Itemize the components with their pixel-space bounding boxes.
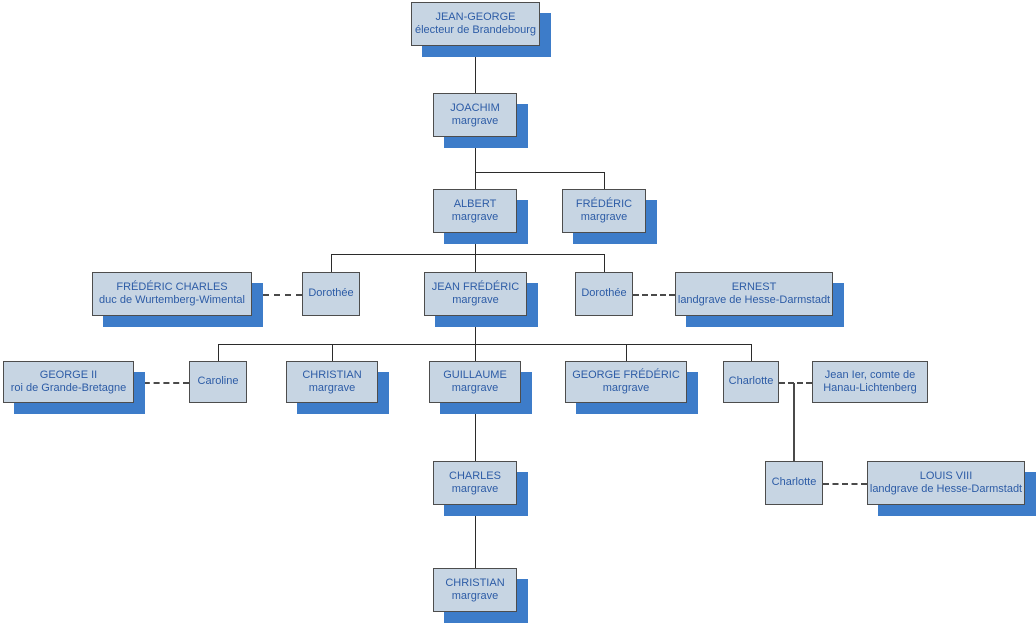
- connector-drop-caroline: [218, 344, 219, 361]
- node-label-primary: FRÉDÉRIC: [575, 197, 633, 210]
- node-dorothee-2[interactable]: Dorothée: [575, 272, 633, 316]
- node-label-secondary: duc de Wurtemberg-Wimental: [99, 294, 245, 306]
- connector-drop-guillaume: [475, 344, 476, 361]
- node-label-primary: FRÉDÉRIC CHARLES: [116, 280, 228, 293]
- node-label-primary: GEORGE II: [39, 368, 98, 381]
- connector-drop-albert: [475, 172, 476, 189]
- marriage-link-charlotte-1--jean-ier: [779, 382, 812, 384]
- connector-jeanfrederic-down: [475, 316, 476, 344]
- node-label-primary: JOACHIM: [450, 101, 500, 114]
- node-label-secondary: landgrave de Hesse-Darmstadt: [869, 483, 1023, 495]
- node-label-secondary: margrave: [451, 590, 499, 602]
- marriage-link-charlotte-2--louis-viii: [823, 483, 867, 485]
- node-label-primary: Dorothée: [581, 287, 627, 300]
- node-label-primary: GEORGE FRÉDÉRIC: [572, 368, 680, 381]
- node-charlotte-2[interactable]: Charlotte: [765, 461, 823, 505]
- node-label-secondary: margrave: [451, 211, 499, 223]
- node-label-primary: ERNEST: [731, 280, 777, 293]
- node-label-primary: JEAN-GEORGE: [435, 10, 516, 23]
- marriage-link-dorothee-2--ernest: [633, 294, 675, 296]
- connector-drop-dorothee1: [331, 254, 332, 272]
- connector-guillaume-to-charles: [475, 403, 476, 461]
- node-label-secondary: roi de Grande-Bretagne: [10, 382, 127, 394]
- connector-drop-christian1: [332, 344, 333, 361]
- marriage-link-george-ii--caroline: [134, 382, 189, 384]
- connector-charles-to-christian2: [475, 505, 476, 568]
- connector-joachim-down: [475, 137, 476, 172]
- node-dorothee-1[interactable]: Dorothée: [302, 272, 360, 316]
- node-label-secondary: margrave: [451, 115, 499, 127]
- node-label-primary: CHRISTIAN: [302, 368, 362, 381]
- node-label-primary: JEAN FRÉDÉRIC: [431, 280, 520, 293]
- node-label-primary: CHRISTIAN: [445, 576, 505, 589]
- connector-drop-frederic: [604, 172, 605, 189]
- node-label-primary: Charlotte: [728, 375, 774, 388]
- node-label-primary: LOUIS VIII: [919, 469, 973, 482]
- connector-drop-georgefrederic: [626, 344, 627, 361]
- node-label-primary: Dorothée: [308, 287, 354, 300]
- connector-bus-row5: [218, 344, 751, 345]
- connector-bus-albert-frederic: [475, 172, 604, 173]
- node-label-primary: Caroline: [197, 375, 239, 388]
- connector-drop-dorothee2: [604, 254, 605, 272]
- node-label-secondary: margrave: [452, 294, 499, 306]
- connector-drop-charlotte1: [751, 344, 752, 361]
- node-label-primary: CHARLES: [449, 469, 501, 482]
- connector-bus-row4: [331, 254, 604, 255]
- node-label-primary: GUILLAUME: [443, 368, 507, 381]
- node-label-secondary: margrave: [451, 382, 499, 394]
- node-charlotte-1[interactable]: Charlotte: [723, 361, 779, 403]
- node-label-primary: ALBERT: [453, 197, 497, 210]
- node-label-secondary: landgrave de Hesse-Darmstadt: [677, 294, 831, 306]
- node-label-secondary: électeur de Brandebourg: [414, 24, 537, 36]
- connector-drop-jeanfrederic: [475, 254, 476, 272]
- node-label-secondary: margrave: [451, 483, 499, 495]
- union-descent-charlotte1-union-to-charlotte2: [793, 383, 795, 461]
- node-caroline[interactable]: Caroline: [189, 361, 247, 403]
- connector-jeangeorge-to-joachim: [475, 46, 476, 93]
- node-label-secondary: margrave: [308, 382, 356, 394]
- marriage-link-frederic-charles--dorothee-1: [252, 294, 302, 296]
- node-label-secondary: margrave: [580, 211, 628, 223]
- node-label-secondary: Hanau-Lichtenberg: [823, 382, 917, 394]
- node-label-primary: Charlotte: [771, 476, 817, 489]
- node-label-primary: Jean Ier, comte de: [824, 368, 916, 381]
- node-label-secondary: margrave: [602, 382, 650, 394]
